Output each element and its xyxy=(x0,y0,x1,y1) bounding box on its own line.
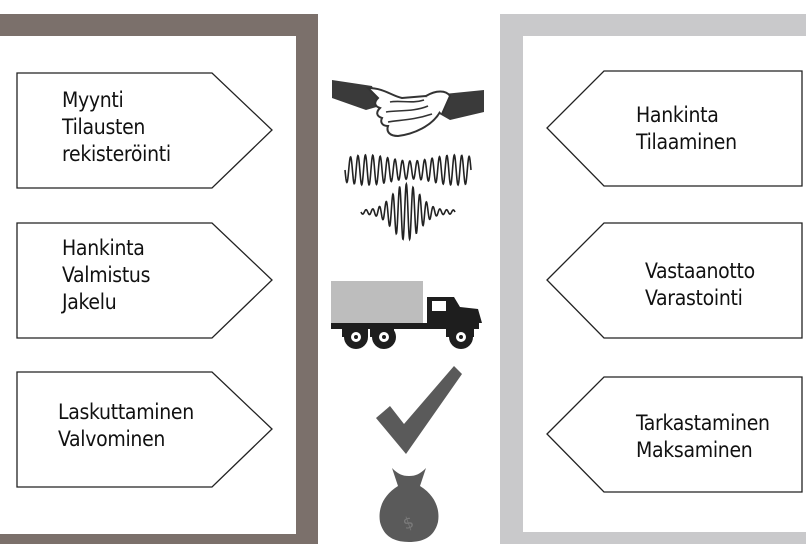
right-arrow-box-2 xyxy=(546,222,803,339)
truck-icon xyxy=(331,281,482,349)
left-arrow-box-3 xyxy=(16,371,273,488)
handshake-icon xyxy=(332,80,484,138)
left-arrow-box-1 xyxy=(16,72,273,189)
left-box-1-label: Myynti Tilausten rekisteröinti xyxy=(62,88,171,166)
right-arrow-box-3 xyxy=(546,376,803,493)
money-bag-icon: $ xyxy=(379,468,439,542)
right-box-1-label: Hankinta Tilaaminen xyxy=(636,103,737,154)
left-arrow-box-2 xyxy=(16,222,273,339)
signal-wave-icon xyxy=(344,153,472,242)
left-box-3-label: Laskuttaminen Valvominen xyxy=(58,400,194,451)
checkmark-icon xyxy=(376,366,462,454)
left-box-2-label: Hankinta Valmistus Jakelu xyxy=(62,236,151,314)
right-box-2-label: Vastaanotto Varastointi xyxy=(645,259,755,310)
right-box-3-label: Tarkastaminen Maksaminen xyxy=(636,411,770,462)
right-arrow-box-1 xyxy=(546,70,803,187)
